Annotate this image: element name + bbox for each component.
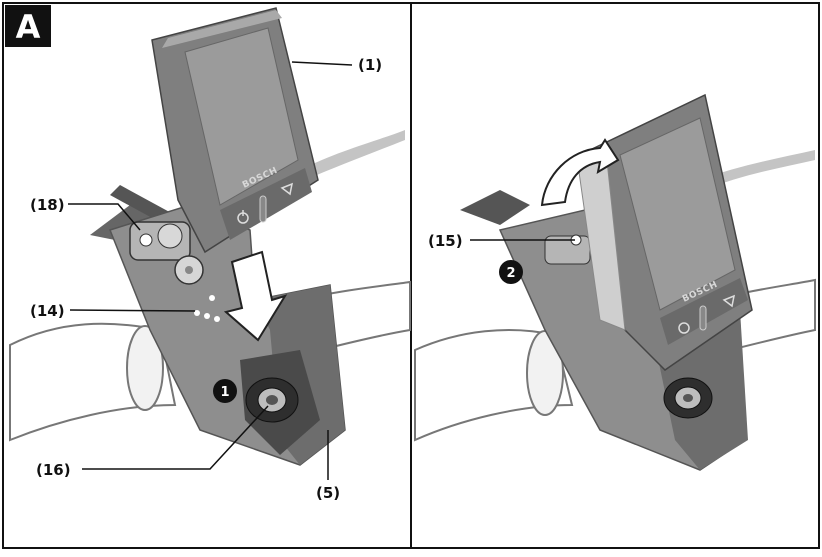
callout-release-button: (15) xyxy=(428,232,463,250)
holder-screw-center xyxy=(185,266,193,274)
callout-holder-contacts: (18) xyxy=(30,196,65,214)
step-number: 1 xyxy=(220,385,229,400)
callout-display: (1) xyxy=(358,56,382,74)
leader-line xyxy=(70,310,195,311)
lock-screw-center xyxy=(683,394,693,402)
display-slider xyxy=(260,196,266,222)
callout-holder: (5) xyxy=(316,484,340,502)
contact-point xyxy=(140,234,152,246)
step-number: 2 xyxy=(506,266,515,281)
contact-dot xyxy=(204,313,210,319)
holder-pin xyxy=(209,295,215,301)
figure-letter: A xyxy=(16,8,41,46)
lock-screw-center xyxy=(266,395,278,405)
callout-lock-screw: (16) xyxy=(36,461,71,479)
display-slider xyxy=(700,306,706,330)
contact-dot xyxy=(214,316,220,322)
contact-point-large xyxy=(158,224,182,248)
callout-contacts: (14) xyxy=(30,302,65,320)
